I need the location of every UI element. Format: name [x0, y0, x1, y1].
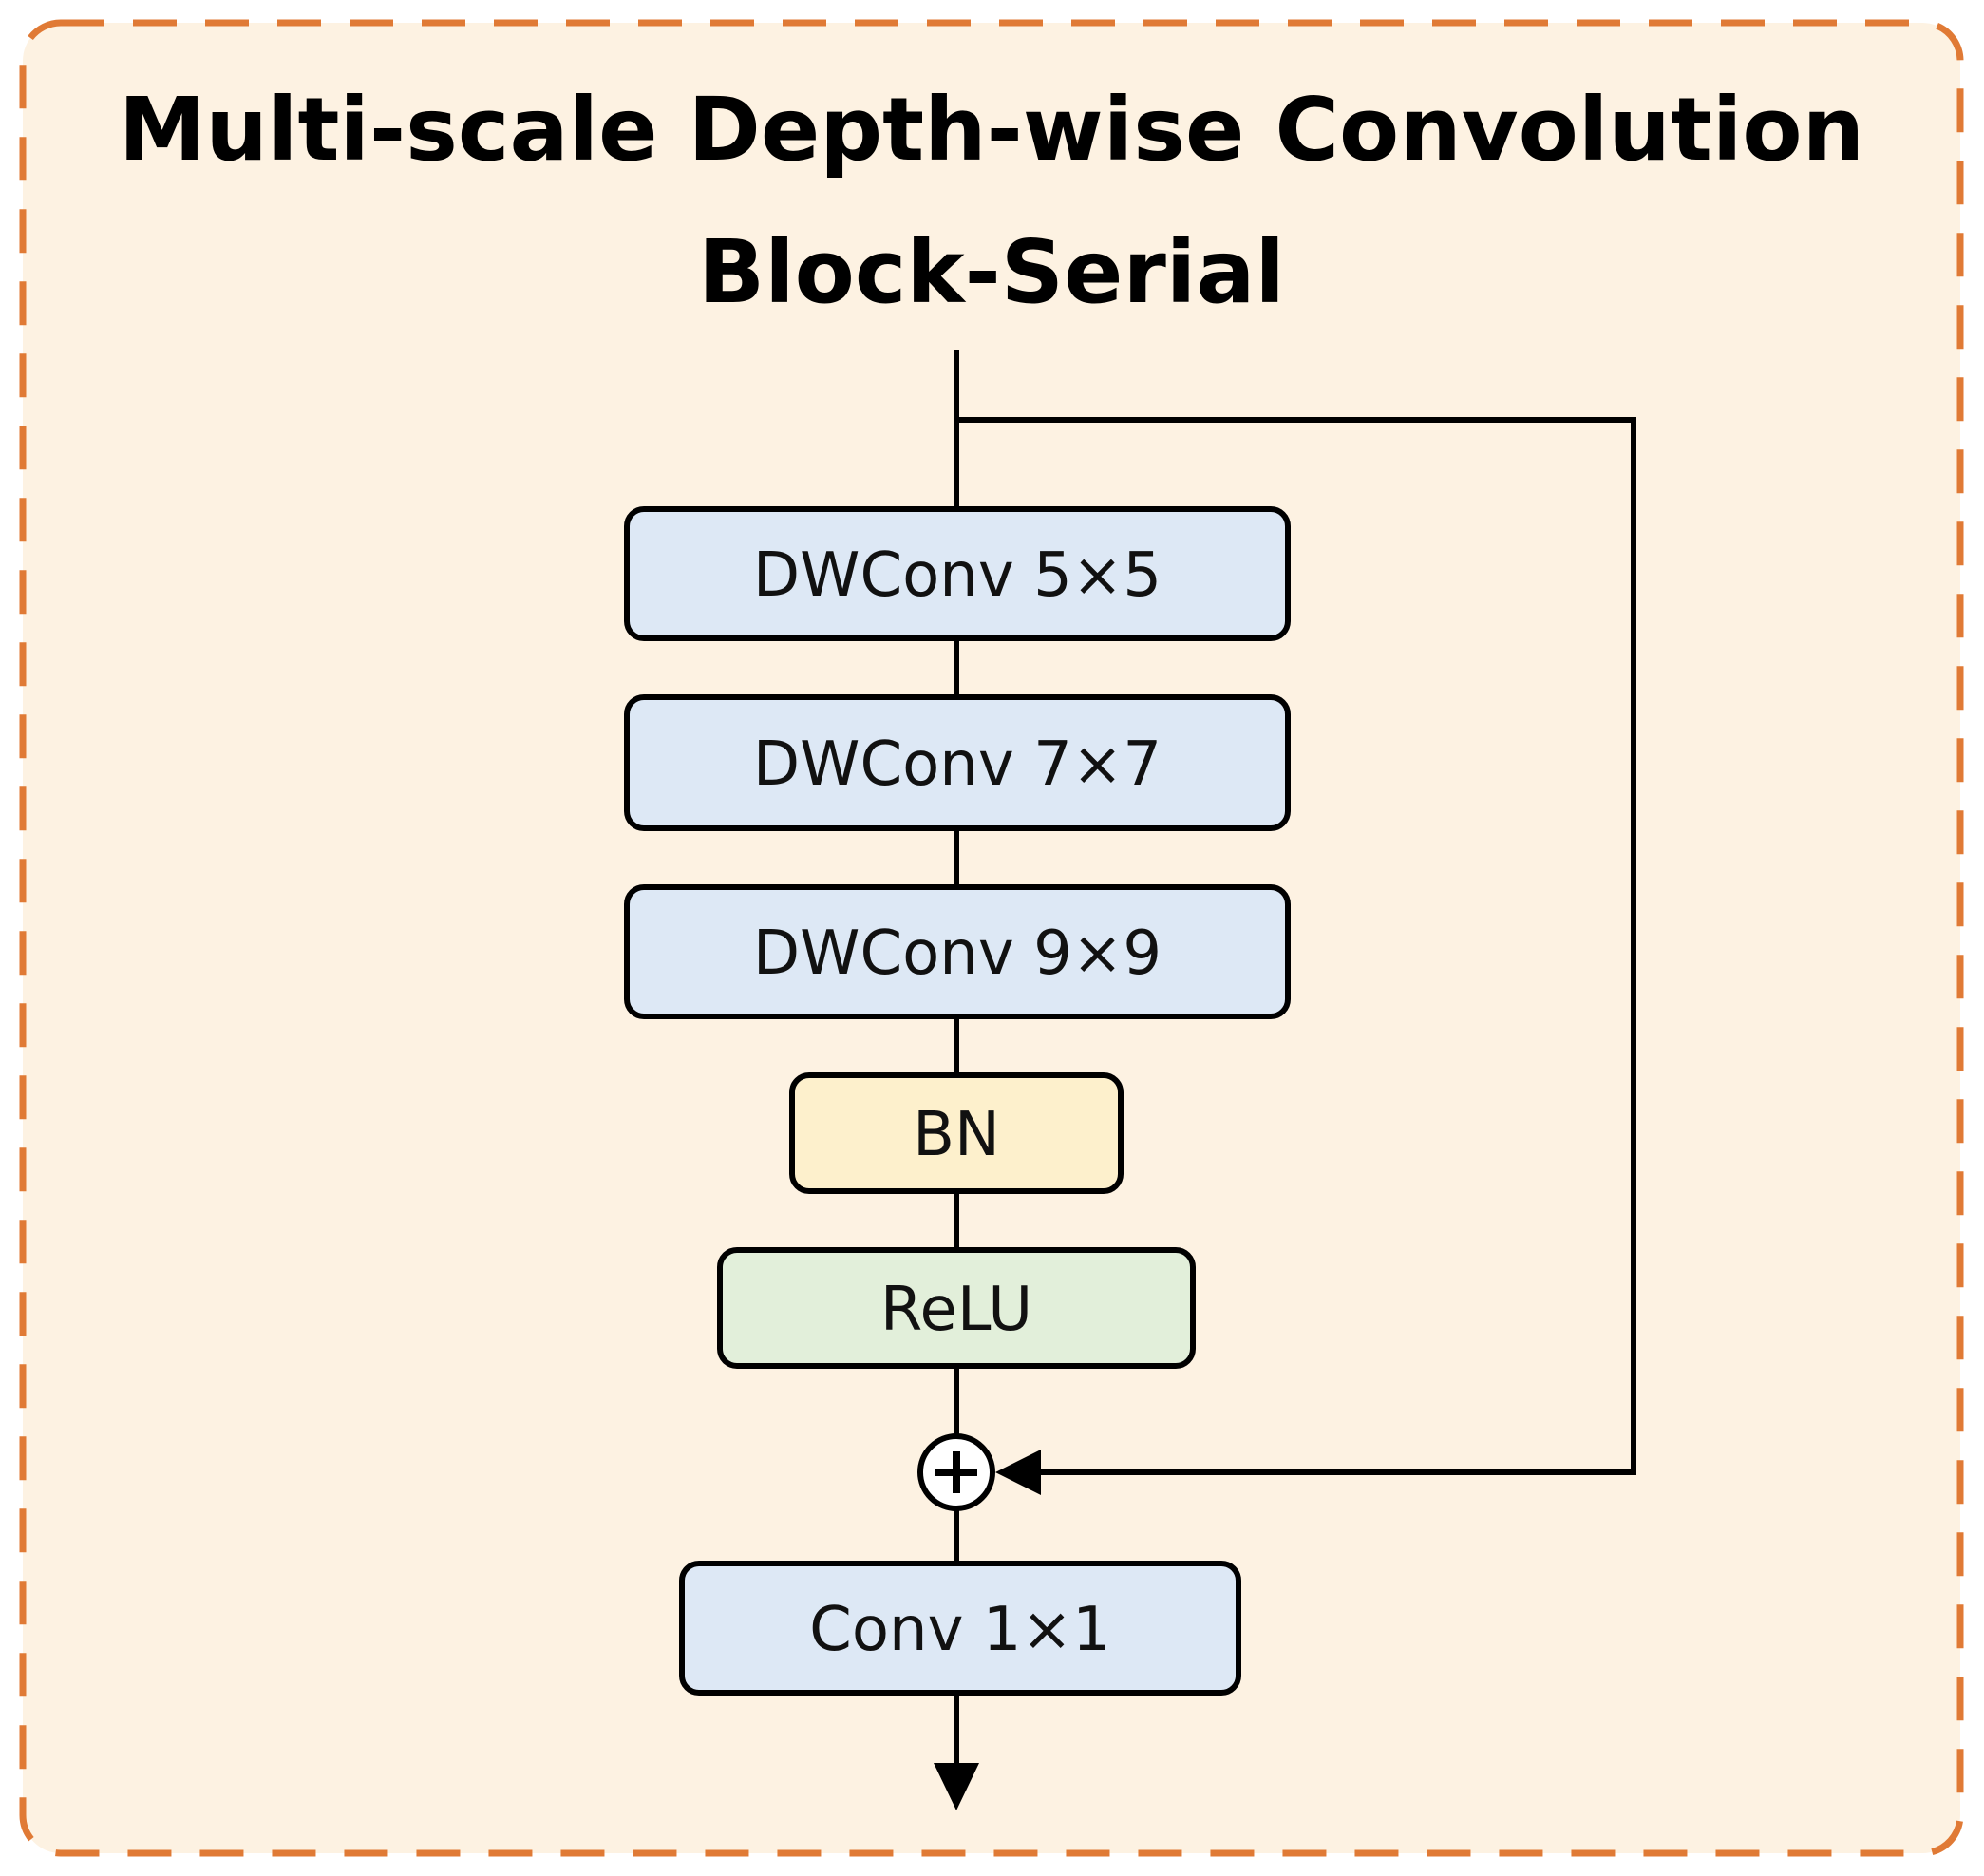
add-node [917, 1433, 995, 1511]
dwconv-5x5-label: DWConv 5×5 [753, 540, 1162, 611]
bn-block: BN [789, 1072, 1124, 1194]
title-line-2: Block-Serial [698, 221, 1285, 323]
conv-1x1-block: Conv 1×1 [679, 1561, 1241, 1696]
dwconv-9x9-block: DWConv 9×9 [624, 884, 1291, 1019]
bn-label: BN [913, 1100, 1000, 1170]
dwconv-9x9-label: DWConv 9×9 [753, 919, 1162, 989]
relu-label: ReLU [880, 1275, 1032, 1345]
skip-connection-arrowhead [995, 1450, 1041, 1495]
output-arrowhead [934, 1763, 979, 1810]
dwconv-7x7-label: DWConv 7×7 [753, 730, 1162, 800]
relu-block: ReLU [717, 1247, 1196, 1369]
skip-connection-line [956, 417, 1636, 1475]
conv-1x1-label: Conv 1×1 [809, 1595, 1111, 1665]
title-line-1: Multi-scale Depth-wise Convolution [119, 79, 1864, 180]
dwconv-7x7-block: DWConv 7×7 [624, 694, 1291, 831]
dwconv-5x5-block: DWConv 5×5 [624, 506, 1291, 641]
